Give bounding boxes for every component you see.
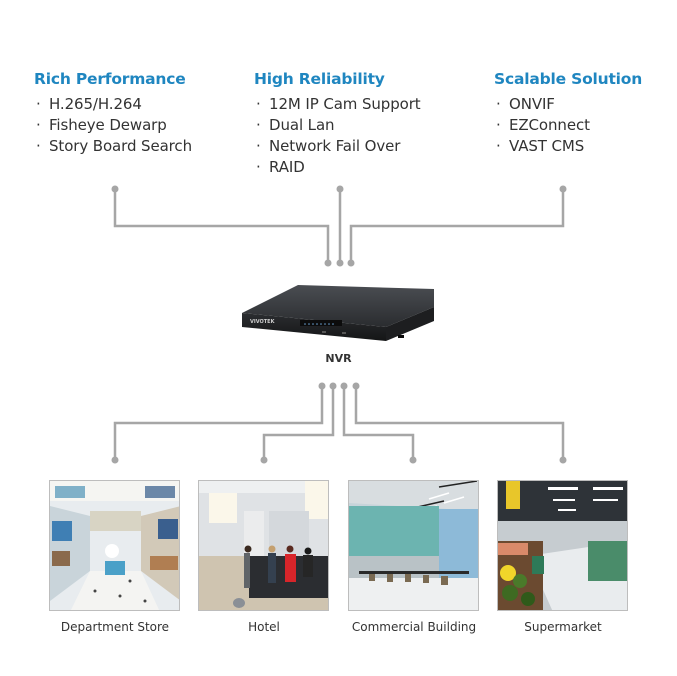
connector-line-top-right [349,189,565,263]
connector-dot [318,382,326,390]
feature-column-scalable-solution: Scalable Solution ·ONVIF ·EZConnect ·VAS… [494,68,642,157]
connector-dot [336,259,344,267]
feature-item: ·Story Board Search [36,137,192,155]
department-store-photo [49,480,180,611]
feature-item: ·H.265/H.264 [36,95,142,113]
connector-dot [111,185,119,193]
feature-column-rich-performance: Rich Performance ·H.265/H.264 ·Fisheye D… [34,68,192,157]
connector-line-top-left [113,189,330,263]
nvr-label: NVR [325,352,352,365]
connector-dot [336,185,344,193]
connector-dot [324,259,332,267]
connector-line-bottom-4 [354,386,565,460]
connector-dot [409,456,417,464]
nvr-device-image: VIVOTEK [238,283,438,343]
connector-dot [352,382,360,390]
feature-item: ·Network Fail Over [256,137,401,155]
supermarket-photo [497,480,628,611]
connector-dot [340,382,348,390]
caption-commercial-building: Commercial Building [351,620,477,634]
feature-item: ·12M IP Cam Support [256,95,421,113]
connector-line-bottom-1 [113,386,324,460]
feature-item: ·EZConnect [496,116,590,134]
feature-title: Rich Performance [34,70,186,88]
feature-column-high-reliability: High Reliability ·12M IP Cam Support ·Du… [254,68,421,178]
commercial-building-photo [348,480,479,611]
connector-dot [111,456,119,464]
feature-title: High Reliability [254,70,385,88]
feature-item: ·Dual Lan [256,116,335,134]
connector-dot [559,456,567,464]
connector-line-bottom-3 [342,386,415,460]
caption-supermarket: Supermarket [524,620,602,634]
feature-item: ·ONVIF [496,95,555,113]
connector-dot [329,382,337,390]
feature-item: ·Fisheye Dewarp [36,116,167,134]
connector-dot [559,185,567,193]
brand-logo: VIVOTEK [250,319,276,325]
feature-item: ·VAST CMS [496,137,585,155]
connector-dot [260,456,268,464]
caption-department-store: Department Store [60,620,170,634]
hotel-photo [198,480,329,611]
feature-title: Scalable Solution [494,70,643,88]
caption-hotel: Hotel [248,620,280,634]
connector-dot [347,259,355,267]
feature-item: ·RAID [256,158,305,176]
connector-line-bottom-2 [262,386,335,460]
